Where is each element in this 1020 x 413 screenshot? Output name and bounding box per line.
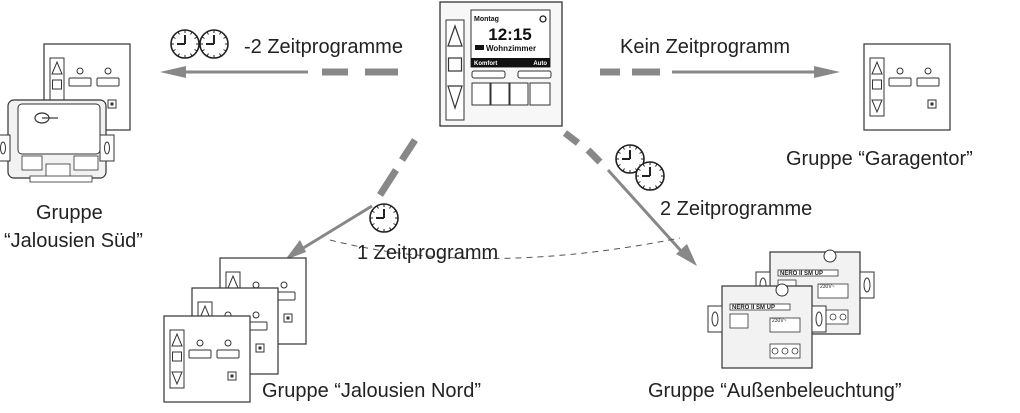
lcd-room: Wohnzimmer <box>486 44 536 53</box>
label-arrow-lower-right: 2 Zeitprogramme <box>660 198 813 220</box>
down-arrow-icon <box>447 85 463 110</box>
label-group-nord: Gruppe “Jalousien Nord” <box>262 380 481 402</box>
label-group-garagentor: Gruppe “Garagentor” <box>786 148 973 170</box>
clock-icon <box>170 29 200 59</box>
lcd-day: Montag <box>474 16 499 23</box>
label-group-sued-line1: Gruppe <box>36 202 103 224</box>
channel-key <box>529 82 551 106</box>
channel-key <box>471 82 491 106</box>
label-group-sued-line2: “Jalousien Süd” <box>4 230 143 252</box>
label-arrow-right: Kein Zeitprogramm <box>620 36 791 58</box>
channel-key <box>509 82 529 106</box>
lcd-mode-left: Komfort <box>474 61 497 67</box>
device-label: NERO II SM UP <box>732 305 775 311</box>
device-jalousien-sued <box>0 43 131 183</box>
channel-key <box>490 82 510 106</box>
dashed-link <box>329 237 681 259</box>
arrow-left <box>160 66 398 78</box>
device-voltage: 230V~ <box>820 284 835 290</box>
clock-icon <box>369 203 399 233</box>
device-voltage: 230V~ <box>772 318 787 324</box>
lcd-time: 12:15 <box>488 25 531 44</box>
clock-icon <box>199 29 229 59</box>
soft-key <box>471 70 506 79</box>
label-arrow-left: -2 Zeitprogramme <box>244 36 403 58</box>
arrow-lower-left <box>285 138 418 260</box>
lcd-power-icon <box>539 15 547 23</box>
lcd-mode-right: Auto <box>533 61 547 67</box>
label-arrow-lower-left: 1 Zeitprogramm <box>357 242 499 264</box>
timer-controller: Montag 12:15 Wohnzimmer Komfort Auto <box>439 1 563 127</box>
device-aussenbeleuchtung: NERO II SM UP NERO II SM UP 230V~ 230V~ <box>707 249 875 369</box>
lcd-display <box>470 9 551 68</box>
soft-key <box>517 70 552 79</box>
device-label: NERO II SM UP <box>780 271 823 277</box>
label-group-aussen: Gruppe “Außenbeleuchtung” <box>648 380 902 402</box>
clock-icon <box>635 161 665 191</box>
arrow-right <box>600 66 840 78</box>
stop-icon <box>447 57 463 72</box>
arrow-lower-right <box>562 130 697 266</box>
up-arrow-icon <box>447 24 463 47</box>
device-garagentor <box>863 43 951 131</box>
lcd-sofa-icon <box>475 45 484 50</box>
